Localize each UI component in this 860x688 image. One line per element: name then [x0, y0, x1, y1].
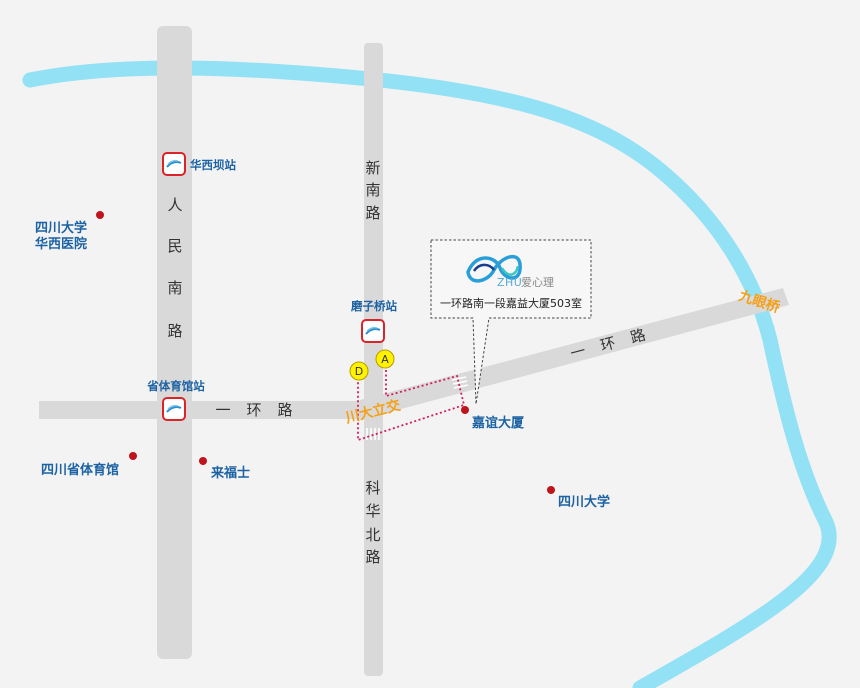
- poi-marker-destination: [461, 406, 469, 414]
- place-carrefour: 来福士: [210, 465, 250, 481]
- brand-logo-icon: [466, 254, 522, 283]
- metro-icon: [162, 152, 186, 176]
- road-char: 南: [365, 181, 380, 199]
- place-sichuan-gym: 四川省体育馆: [41, 462, 119, 478]
- station-huaxiba: 华西坝站: [190, 158, 236, 172]
- label-yihuan-east: 一环路: [568, 322, 663, 363]
- road-char: 民: [167, 237, 182, 255]
- address-callout: ZHU 爱心理 一环路南一段嘉益大厦503室: [430, 239, 592, 405]
- poi-marker: [129, 452, 137, 460]
- place-scu-huaxi: 四川大学: [35, 220, 87, 236]
- road-char: 路: [365, 204, 380, 222]
- place-scu-huaxi-hospital: 华西医院: [35, 236, 87, 252]
- exit-a-marker: A: [375, 349, 395, 369]
- label-renmin-nan: 人 民 南 路: [167, 196, 182, 340]
- brand-logo-text-cn: 爱心理: [521, 276, 554, 289]
- road-char: 人: [167, 196, 182, 214]
- svg-text:A: A: [381, 353, 389, 366]
- metro-icon: [361, 319, 385, 343]
- road-xinnan-kehua: [364, 43, 383, 676]
- place-scu: 四川大学: [558, 494, 610, 510]
- river: [22, 60, 837, 688]
- poi-marker: [547, 486, 555, 494]
- poi-marker: [96, 211, 104, 219]
- brand-logo-text: ZHU: [497, 276, 522, 289]
- crosswalk-south: [366, 428, 380, 440]
- label-xinnan: 新 南 路: [365, 159, 380, 222]
- road-char: 路: [167, 322, 182, 340]
- road-renmin-nan: [157, 26, 192, 659]
- callout-address: 一环路南一段嘉益大厦503室: [440, 296, 582, 310]
- station-moziqiao: 磨子桥站: [350, 299, 397, 313]
- road-char: 路: [365, 548, 380, 566]
- station-shengtiyuguan: 省体育馆站: [146, 379, 205, 393]
- svg-text:D: D: [355, 365, 363, 378]
- road-char: 华: [365, 502, 380, 520]
- exit-d-marker: D: [349, 361, 369, 381]
- road-yihuan-west: [39, 401, 379, 419]
- road-yihuan-east: [360, 288, 789, 420]
- road-char: 南: [167, 279, 182, 297]
- road-char: 新: [365, 159, 380, 177]
- poi-marker: [199, 457, 207, 465]
- place-jiayi-building: 嘉谊大厦: [471, 415, 525, 431]
- label-yihuan-west: 一环路: [215, 401, 308, 419]
- metro-icon: [162, 397, 186, 421]
- crosswalk-east: [451, 376, 469, 389]
- label-kehua-bei: 科 华 北 路: [365, 479, 380, 566]
- road-char: 北: [365, 526, 380, 544]
- road-char: 科: [365, 479, 380, 497]
